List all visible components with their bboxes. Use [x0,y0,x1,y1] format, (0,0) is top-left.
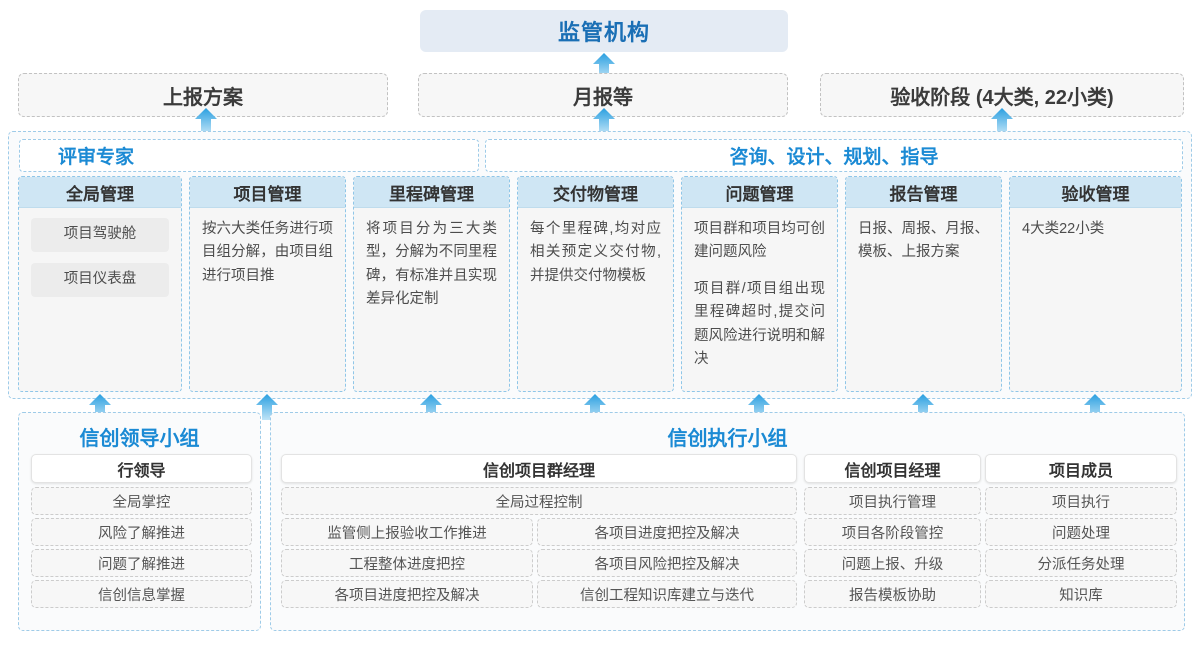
task-pill[interactable]: 知识库 [985,580,1177,608]
arrow-up-to-banner [593,53,615,79]
bottom-group-execution-title: 信创执行小组 [667,428,788,450]
task-pill[interactable]: 问题上报、升级 [804,549,981,577]
module-title-acceptance-management: 验收管理 [1010,177,1181,208]
task-pill[interactable]: 全局掌控 [31,487,252,515]
module-body-acceptance-management: 4大类22小类 [1010,208,1181,241]
module-column-acceptance-management[interactable]: 验收管理 4大类22小类 [1009,176,1182,392]
middle-label-review-experts: 评审专家 [19,139,479,172]
task-pill[interactable]: 问题了解推进 [31,549,252,577]
module-body-global-management: 项目驾驶舱 项目仪表盘 [19,208,181,297]
module-text: 4大类22小类 [1022,221,1105,237]
arrow-up-column-3 [420,394,442,420]
module-title-project-management: 项目管理 [190,177,345,208]
chip-project-dashboard[interactable]: 项目仪表盘 [31,263,169,297]
module-title-deliverable-management: 交付物管理 [518,177,673,208]
module-column-global-management[interactable]: 全局管理 项目驾驶舱 项目仪表盘 [18,176,182,392]
task-pill[interactable]: 工程整体进度把控 [281,549,533,577]
module-text: 日报、周报、月报、模板、上报方案 [858,221,989,261]
module-text: 项目群和项目均可创建问题风险 [694,221,825,261]
middle-label-consulting-text: 咨询、设计、规划、指导 [729,147,939,168]
module-body-issue-management: 项目群和项目均可创建问题风险 项目群/项目组出现里程碑超时,提交问题风险进行说明… [682,208,837,372]
task-pill[interactable]: 分派任务处理 [985,549,1177,577]
module-title-report-management: 报告管理 [846,177,1001,208]
bottom-group-leadership: 信创领导小组 行领导 全局掌控 风险了解推进 问题了解推进 信创信息掌握 [18,412,261,631]
module-column-report-management[interactable]: 报告管理 日报、周报、月报、模板、上报方案 [845,176,1002,392]
arrow-up-column-6 [912,394,934,420]
module-text: 将项目分为三大类型，分解为不同里程碑，有标准并且实现差异化定制 [366,221,497,308]
module-text: 项目群/项目组出现里程碑超时,提交问题风险进行说明和解决 [694,280,825,368]
module-body-project-management: 按六大类任务进行项目组分解，由项目组进行项目推 [190,208,345,288]
task-pill[interactable]: 项目执行 [985,487,1177,515]
arrow-up-column-2 [256,394,278,420]
middle-label-review-experts-text: 评审专家 [58,147,135,168]
module-column-milestone-management[interactable]: 里程碑管理 将项目分为三大类型，分解为不同里程碑，有标准并且实现差异化定制 [353,176,510,392]
bottom-group-execution: 信创执行小组 信创项目群经理 全局过程控制 监管侧上报验收工作推进 工程整体进度… [270,412,1185,631]
task-pill[interactable]: 问题处理 [985,518,1177,546]
task-pill[interactable]: 各项目进度把控及解决 [537,518,797,546]
module-text: 按六大类任务进行项目组分解，由项目组进行项目推 [202,221,333,284]
module-body-milestone-management: 将项目分为三大类型，分解为不同里程碑，有标准并且实现差异化定制 [354,208,509,312]
module-column-project-management[interactable]: 项目管理 按六大类任务进行项目组分解，由项目组进行项目推 [189,176,346,392]
arrow-up-column-1 [89,394,111,420]
arrow-up-column-7 [1084,394,1106,420]
arrow-up-column-4 [584,394,606,420]
task-pill[interactable]: 报告模板协助 [804,580,981,608]
task-pill[interactable]: 监管侧上报验收工作推进 [281,518,533,546]
module-text: 每个里程碑,均对应相关预定义交付物,并提供交付物模板 [530,221,661,284]
role-head-project-member[interactable]: 项目成员 [985,454,1177,483]
arrow-up-to-acceptance-stage [991,108,1013,134]
task-pill[interactable]: 项目执行管理 [804,487,981,515]
task-pill-wide[interactable]: 全局过程控制 [281,487,797,515]
module-body-deliverable-management: 每个里程碑,均对应相关预定义交付物,并提供交付物模板 [518,208,673,288]
task-pill[interactable]: 项目各阶段管控 [804,518,981,546]
module-column-deliverable-management[interactable]: 交付物管理 每个里程碑,均对应相关预定义交付物,并提供交付物模板 [517,176,674,392]
report-pill-submit-plan[interactable]: 上报方案 [18,73,388,117]
task-pill[interactable]: 各项目风险把控及解决 [537,549,797,577]
module-title-milestone-management: 里程碑管理 [354,177,509,208]
task-pill[interactable]: 信创信息掌握 [31,580,252,608]
module-title-global-management: 全局管理 [19,177,181,208]
module-body-report-management: 日报、周报、月报、模板、上报方案 [846,208,1001,265]
chip-project-cockpit[interactable]: 项目驾驶舱 [31,218,169,252]
role-head-project-manager[interactable]: 信创项目经理 [804,454,981,483]
task-pill[interactable]: 信创工程知识库建立与迭代 [537,580,797,608]
arrow-up-column-5 [748,394,770,420]
module-column-issue-management[interactable]: 问题管理 项目群和项目均可创建问题风险 项目群/项目组出现里程碑超时,提交问题风… [681,176,838,392]
role-head-bank-leader[interactable]: 行领导 [31,454,252,483]
task-pill[interactable]: 各项目进度把控及解决 [281,580,533,608]
top-banner-regulatory-agency: 监管机构 [420,10,788,52]
arrow-up-to-submit-plan [195,108,217,134]
arrow-up-to-monthly-report [593,108,615,134]
module-title-issue-management: 问题管理 [682,177,837,208]
role-head-program-manager[interactable]: 信创项目群经理 [281,454,797,483]
task-pill[interactable]: 风险了解推进 [31,518,252,546]
bottom-group-leadership-title: 信创领导小组 [79,428,200,450]
middle-label-consulting: 咨询、设计、规划、指导 [485,139,1183,172]
